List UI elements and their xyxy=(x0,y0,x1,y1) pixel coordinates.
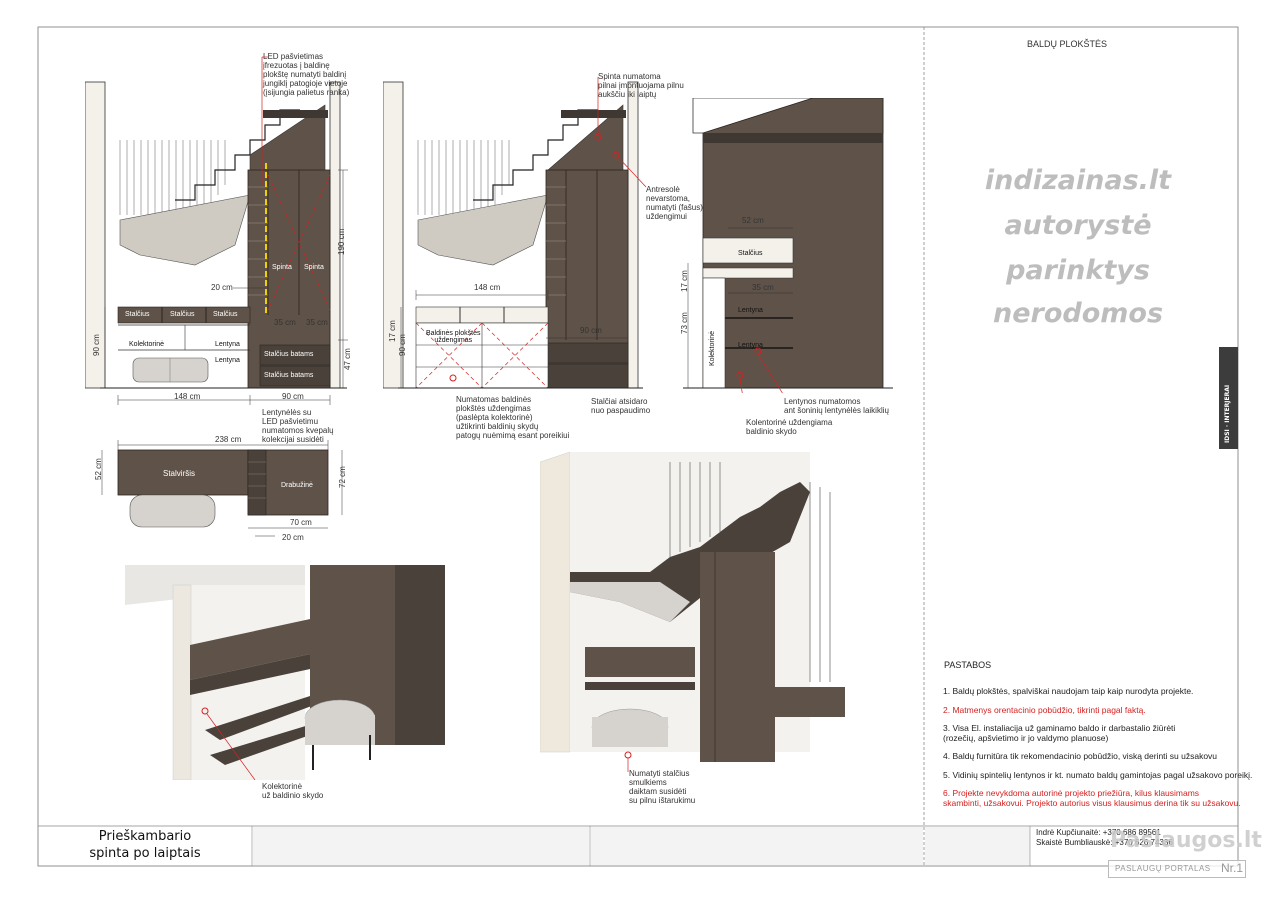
leaders-elevation-2 xyxy=(594,77,647,188)
section-drawer-label: Stalčius xyxy=(738,250,763,257)
note-hidden-collector: Numatomas baldinės plokštės uždengimas (… xyxy=(456,395,570,440)
brand-badge-box: PASLAUGŲ PORTALAS Nr.1 xyxy=(1108,860,1246,878)
dim-190cm: 190 cm xyxy=(337,228,346,255)
elevation-1-drawing xyxy=(85,81,348,405)
watermark-line-4: nerodomos xyxy=(992,298,1164,329)
shoe-drawer-label-1: Stalčius batams xyxy=(264,351,314,358)
note-item-2: 2. Matmenys orentacinio pobūdžio, tikrin… xyxy=(943,705,1146,715)
plan-dim-52cm: 52 cm xyxy=(94,458,103,480)
dim-17cm-2: 17 cm xyxy=(388,320,397,342)
drawer-label-1: Stalčius xyxy=(125,311,150,318)
section-shelf-label-2: Lentyna xyxy=(738,342,763,349)
render-note-drawers: Numatyti stalčius smulkiems daiktam susi… xyxy=(629,769,696,805)
note-item-1: 1. Baldų plokštės, spalviškai naudojam t… xyxy=(943,686,1194,696)
plan-view-drawing xyxy=(101,440,343,537)
lentyna-label-2: Lentyna xyxy=(215,357,240,364)
section-note-shelves: Lentynos numatomos ant šoninių lentynėlė… xyxy=(784,397,889,415)
dim-35cm-a: 35 cm xyxy=(274,318,296,327)
plan-dim-72cm: 72 cm xyxy=(338,466,347,488)
note-led-lighting: LED pašvietimas įfrezuotas į baldinę plo… xyxy=(263,52,350,97)
drawer-label-3: Stalčius xyxy=(213,311,238,318)
spinta-label-2: Spinta xyxy=(304,264,324,271)
note-perfume-shelves: Lentynėlės su LED pašvietimu numatomos k… xyxy=(262,408,334,444)
shoe-drawer-label-2: Stalčius batams xyxy=(264,372,314,379)
section-title: BALDŲ PLOKŠTĖS xyxy=(1027,39,1108,49)
render-perspective-1 xyxy=(125,565,445,780)
note-item-3: 3. Visa El. instaliacija už gaminamo bal… xyxy=(943,723,1176,743)
note-item-6: 6. Projekte nevykdoma autorinė projekto … xyxy=(943,788,1241,808)
side-tab-label: IDSI · INTERJERAI xyxy=(1224,384,1231,443)
notes-heading: PASTABOS xyxy=(944,660,992,670)
watermark-line-1: indizainas.lt xyxy=(984,165,1172,196)
plan-dim-20cm: 20 cm xyxy=(282,533,304,542)
section-dim-17cm: 17 cm xyxy=(680,270,689,292)
plan-desk-label: Stalviršis xyxy=(163,469,196,478)
plan-wardrobe-label: Drabužinė xyxy=(281,482,313,489)
note-full-height: Spinta numatoma pilnai įmontuojama pilnu… xyxy=(598,72,684,99)
dim-148cm-2: 148 cm xyxy=(474,283,501,292)
plan-dim-70cm: 70 cm xyxy=(290,518,312,527)
watermark-line-3: parinktys xyxy=(1006,255,1150,286)
render-perspective-2 xyxy=(540,452,845,772)
section-dim-73cm: 73 cm xyxy=(680,312,689,334)
drawing-title-text: Prieškambario spinta po laiptais xyxy=(89,829,201,861)
drawing-title: Prieškambario spinta po laiptais xyxy=(40,828,250,862)
drawer-label-2: Stalčius xyxy=(170,311,195,318)
dim-35cm-b: 35 cm xyxy=(306,318,328,327)
lentyna-label-1: Lentyna xyxy=(215,341,240,348)
render-note-collector: Kolektorinė už baldinio skydo xyxy=(262,782,324,800)
section-collector-label: Kolektorinė xyxy=(709,330,716,366)
elevation-2-drawing xyxy=(383,81,643,389)
dim-148cm: 148 cm xyxy=(174,392,201,401)
dim-90cm-2-vertical: 90 cm xyxy=(398,334,407,356)
brand-logo: Paslaugos.lt xyxy=(1110,828,1262,853)
side-tab: IDSI · INTERJERAI xyxy=(1219,347,1238,449)
section-shelf-label-1: Lentyna xyxy=(738,307,763,314)
kolektorine-label: Kolektorinė xyxy=(129,341,165,348)
note-item-4: 4. Baldų furnitūra tik rekomendacinio po… xyxy=(943,751,1218,761)
note-push-drawers: Stalčiai atsidaro nuo paspaudimo xyxy=(591,397,651,415)
plan-dim-238cm: 238 cm xyxy=(215,435,242,444)
dim-47cm: 47 cm xyxy=(343,348,352,370)
note-item-5: 5. Vidinių spintelių lentynos ir kt. num… xyxy=(943,770,1253,780)
section-view-drawing xyxy=(683,98,893,393)
section-dim-52cm: 52 cm xyxy=(742,216,764,225)
leader-led xyxy=(261,56,268,185)
dim-90cm-vertical: 90 cm xyxy=(92,334,101,356)
dim-90cm-2: 90 cm xyxy=(580,326,602,335)
cover-panel-label: Baldinės plokštės uždengimas xyxy=(426,330,481,344)
spinta-label-1: Spinta xyxy=(272,264,292,271)
brand-subtitle: PASLAUGŲ PORTALAS xyxy=(1115,864,1211,873)
dim-20cm: 20 cm xyxy=(211,283,233,292)
dim-90cm-horizontal: 90 cm xyxy=(282,392,304,401)
watermark-line-2: autorystė xyxy=(1004,210,1152,241)
note-antresole: Antresolė nevarstoma, numatyti (fašus) u… xyxy=(646,185,703,221)
author-contacts: Indrė Kupčiunaitė: +370 686 89561 Skaist… xyxy=(1036,828,1173,847)
section-dim-35cm: 35 cm xyxy=(752,283,774,292)
section-note-collector: Kolentorinė uždengiama baldinio skydo xyxy=(746,418,833,436)
brand-number: Nr.1 xyxy=(1221,861,1244,875)
